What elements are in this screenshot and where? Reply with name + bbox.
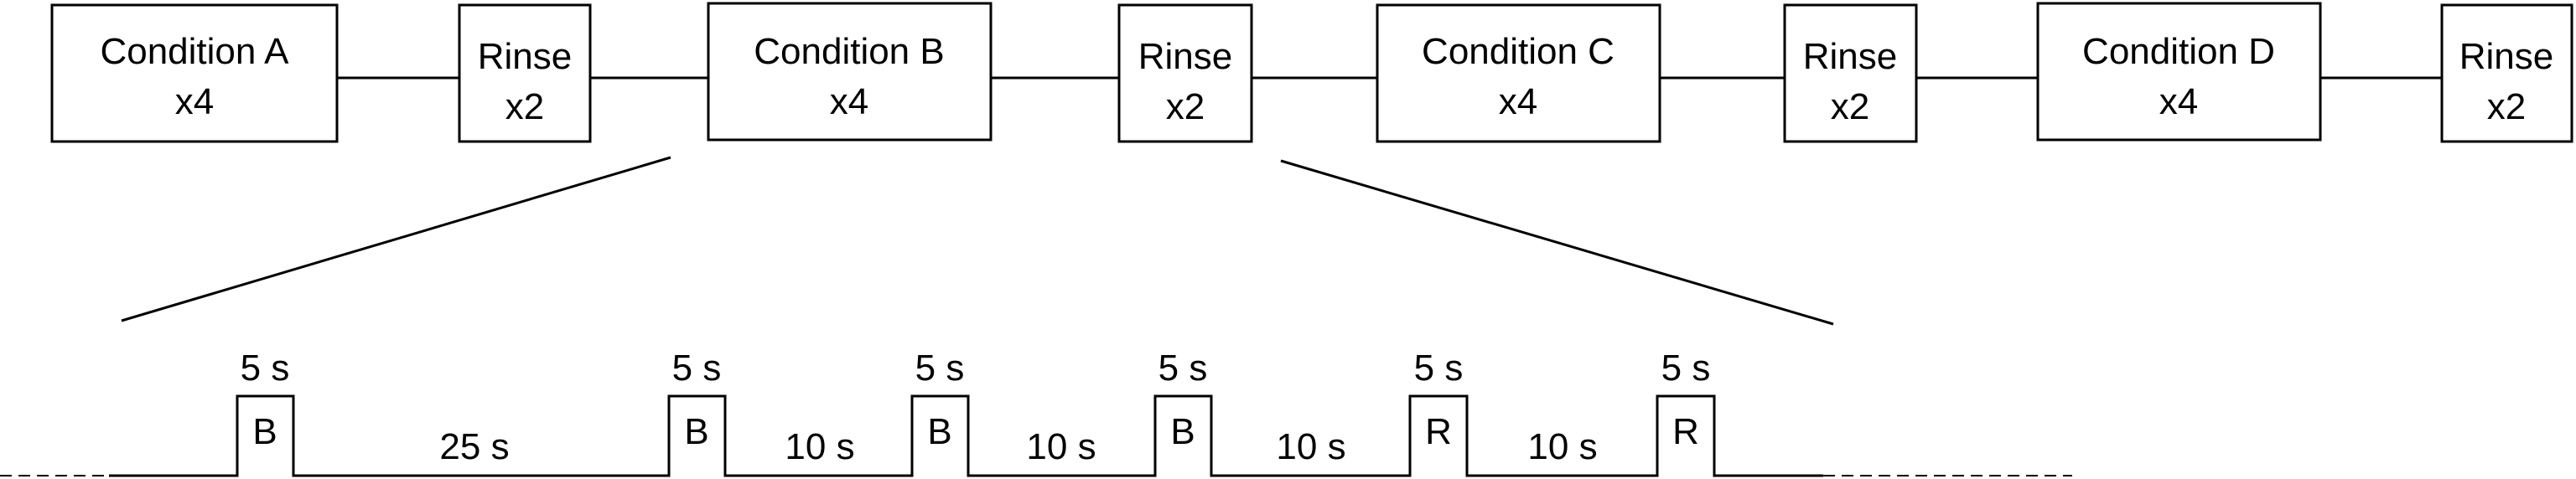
rinse-2-reps: x2 bbox=[1166, 86, 1205, 127]
pulse-duration: 5 s bbox=[915, 348, 965, 389]
rinse-box-4 bbox=[2440, 3, 2573, 143]
pulse-waveform bbox=[109, 394, 1823, 477]
rinse-1-reps: x2 bbox=[505, 86, 544, 127]
condition-b-box bbox=[707, 2, 993, 142]
zoom-lines bbox=[121, 156, 1834, 326]
rinse-box-2 bbox=[1117, 3, 1253, 143]
pulse-duration: 5 s bbox=[241, 348, 290, 389]
interval-labels: 25 s 10 s 10 s 10 s 10 s bbox=[439, 426, 1597, 467]
pulse-duration: 5 s bbox=[672, 348, 722, 389]
protocol-labels: Condition A x4 Rinse x2 Condition B x4 R… bbox=[100, 31, 2553, 127]
pulse-timing-trace bbox=[0, 394, 2072, 477]
interval-duration: 10 s bbox=[785, 426, 854, 467]
interval-duration: 10 s bbox=[1527, 426, 1597, 467]
pulse-label: B bbox=[252, 411, 277, 452]
rinse-3-label: Rinse bbox=[1803, 36, 1898, 77]
rinse-box-1 bbox=[458, 3, 592, 143]
rinse-4-reps: x2 bbox=[2487, 86, 2526, 127]
zoom-line-right bbox=[1280, 159, 1834, 326]
pulse-duration: 5 s bbox=[1158, 348, 1208, 389]
rinse-1-label: Rinse bbox=[478, 36, 573, 77]
interval-duration: 10 s bbox=[1026, 426, 1096, 467]
condition-c-reps: x4 bbox=[1499, 81, 1537, 122]
pulse-duration: 5 s bbox=[1661, 348, 1711, 389]
pulse-label: B bbox=[684, 411, 708, 452]
condition-d-label: Condition D bbox=[2082, 31, 2275, 72]
condition-a-label: Condition A bbox=[100, 31, 289, 72]
protocol-sequence bbox=[50, 2, 2573, 143]
condition-a-box bbox=[50, 3, 339, 143]
condition-c-box bbox=[1376, 3, 1661, 143]
condition-c-label: Condition C bbox=[1422, 31, 1615, 72]
interval-duration: 10 s bbox=[1276, 426, 1345, 467]
pulse-label: B bbox=[927, 411, 951, 452]
pulse-duration: 5 s bbox=[1414, 348, 1464, 389]
condition-b-reps: x4 bbox=[830, 81, 868, 122]
interval-duration: 25 s bbox=[439, 426, 509, 467]
rinse-2-label: Rinse bbox=[1138, 36, 1233, 77]
pulse-labels: 5 s B 5 s B 5 s B 5 s B 5 s R 5 s R bbox=[241, 348, 1711, 452]
pulse-label: B bbox=[1170, 411, 1195, 452]
rinse-3-reps: x2 bbox=[1831, 86, 1869, 127]
condition-b-label: Condition B bbox=[754, 31, 944, 72]
condition-d-box bbox=[2036, 2, 2322, 142]
condition-a-reps: x4 bbox=[175, 81, 214, 122]
pulse-label: R bbox=[1425, 411, 1452, 452]
condition-d-reps: x4 bbox=[2159, 81, 2198, 122]
zoom-line-left bbox=[121, 156, 671, 322]
rinse-4-label: Rinse bbox=[2459, 36, 2554, 77]
pulse-label: R bbox=[1672, 411, 1699, 452]
rinse-box-3 bbox=[1783, 3, 1918, 143]
